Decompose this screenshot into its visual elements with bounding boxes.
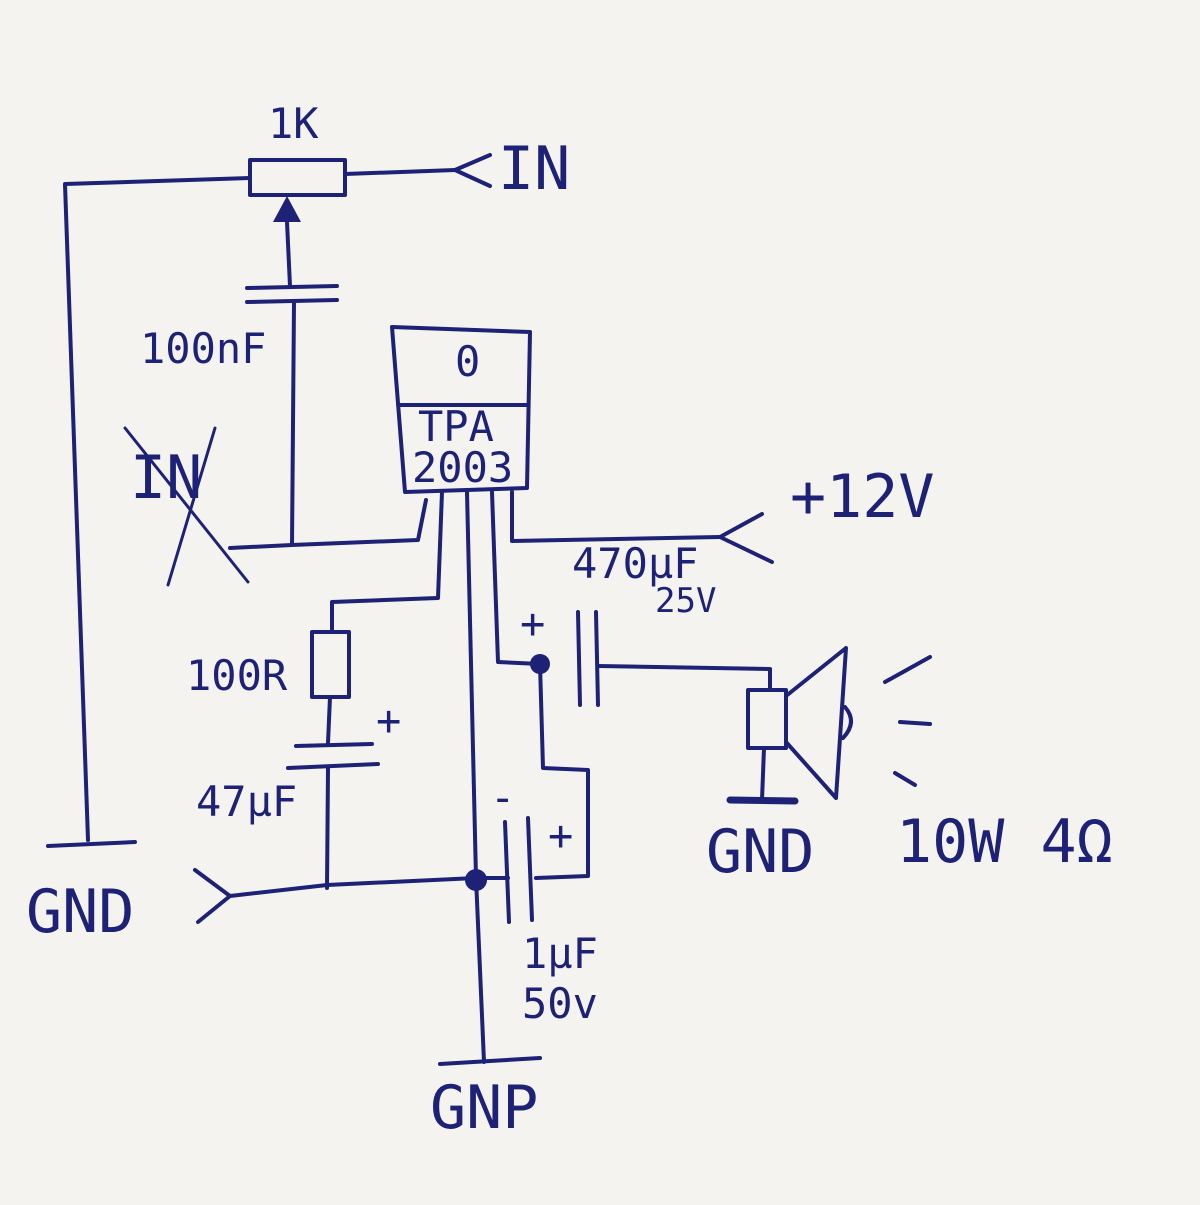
fb-cap-plus: + bbox=[376, 696, 401, 745]
wire-pin5-supply bbox=[510, 490, 722, 543]
wire-cap-to-chip bbox=[228, 300, 428, 550]
input-cap-label: 100nF bbox=[140, 324, 266, 373]
ground-bottom-label: GNP bbox=[430, 1073, 538, 1143]
speaker-bump bbox=[841, 705, 853, 740]
wire-left-ground bbox=[63, 176, 252, 842]
pot-value-label: 1K bbox=[268, 99, 319, 148]
junction-ground bbox=[465, 869, 487, 891]
wire-pin4-output bbox=[490, 490, 542, 666]
wire-pin1-to-resistor bbox=[330, 490, 444, 634]
chip-package bbox=[390, 325, 532, 494]
junction-output bbox=[530, 654, 550, 674]
ground-left-label: GND bbox=[26, 877, 134, 947]
strike-out-mark bbox=[123, 426, 250, 587]
wire-cap-to-ground-input bbox=[325, 766, 330, 890]
supply-label: +12V bbox=[790, 462, 935, 532]
input-arrow bbox=[453, 153, 492, 188]
wire-pot-to-input bbox=[343, 168, 457, 176]
speaker-cone bbox=[784, 646, 848, 800]
fb-cap-label: 47µF bbox=[196, 777, 297, 826]
wire-output-to-bypass bbox=[534, 662, 590, 880]
ground-bar-speaker bbox=[726, 796, 799, 805]
ground-bar-bottom bbox=[438, 1056, 542, 1066]
potentiometer bbox=[248, 158, 347, 197]
bypass-cap-plus: + bbox=[548, 811, 573, 860]
ground-speaker-label: GND bbox=[706, 817, 814, 887]
resistor-100r bbox=[310, 630, 351, 699]
chip-pin-mark: 0 bbox=[455, 337, 480, 386]
ground-bar-left bbox=[46, 840, 137, 848]
sound-waves bbox=[883, 655, 932, 787]
out-cap-value-label: 470µF bbox=[572, 539, 698, 588]
chip-name-line-1: TPA bbox=[418, 402, 494, 451]
bypass-capacitor bbox=[503, 816, 534, 924]
input-capacitor bbox=[245, 284, 339, 304]
speaker-coil bbox=[746, 688, 788, 750]
wire-speaker-ground bbox=[760, 746, 766, 802]
bypass-cap-minus: - bbox=[490, 773, 515, 822]
out-cap-plus: + bbox=[520, 599, 545, 648]
input-label: IN bbox=[498, 134, 570, 204]
wire-cap-to-speaker bbox=[596, 664, 772, 692]
potentiometer-wiper bbox=[273, 196, 301, 222]
wire-pin3-ground bbox=[465, 490, 486, 1064]
bypass-cap-voltage-label: 50v bbox=[522, 979, 598, 1028]
ground-input-arrow bbox=[193, 868, 232, 924]
out-cap-voltage-label: 25V bbox=[655, 581, 716, 621]
struck-label: IN bbox=[130, 443, 202, 513]
resistor-label: 100R bbox=[186, 651, 288, 700]
output-capacitor bbox=[576, 610, 600, 707]
bypass-cap-value-label: 1µF bbox=[522, 929, 598, 978]
wire-wiper-to-cap bbox=[285, 220, 292, 288]
speaker-label: 10W 4Ω bbox=[896, 807, 1113, 877]
wire-resistor-to-cap bbox=[326, 695, 332, 745]
chip-name-line-2: 2003 bbox=[412, 443, 513, 492]
supply-arrow bbox=[718, 512, 774, 564]
wire-ground-input bbox=[228, 876, 478, 898]
feedback-capacitor bbox=[286, 742, 380, 770]
